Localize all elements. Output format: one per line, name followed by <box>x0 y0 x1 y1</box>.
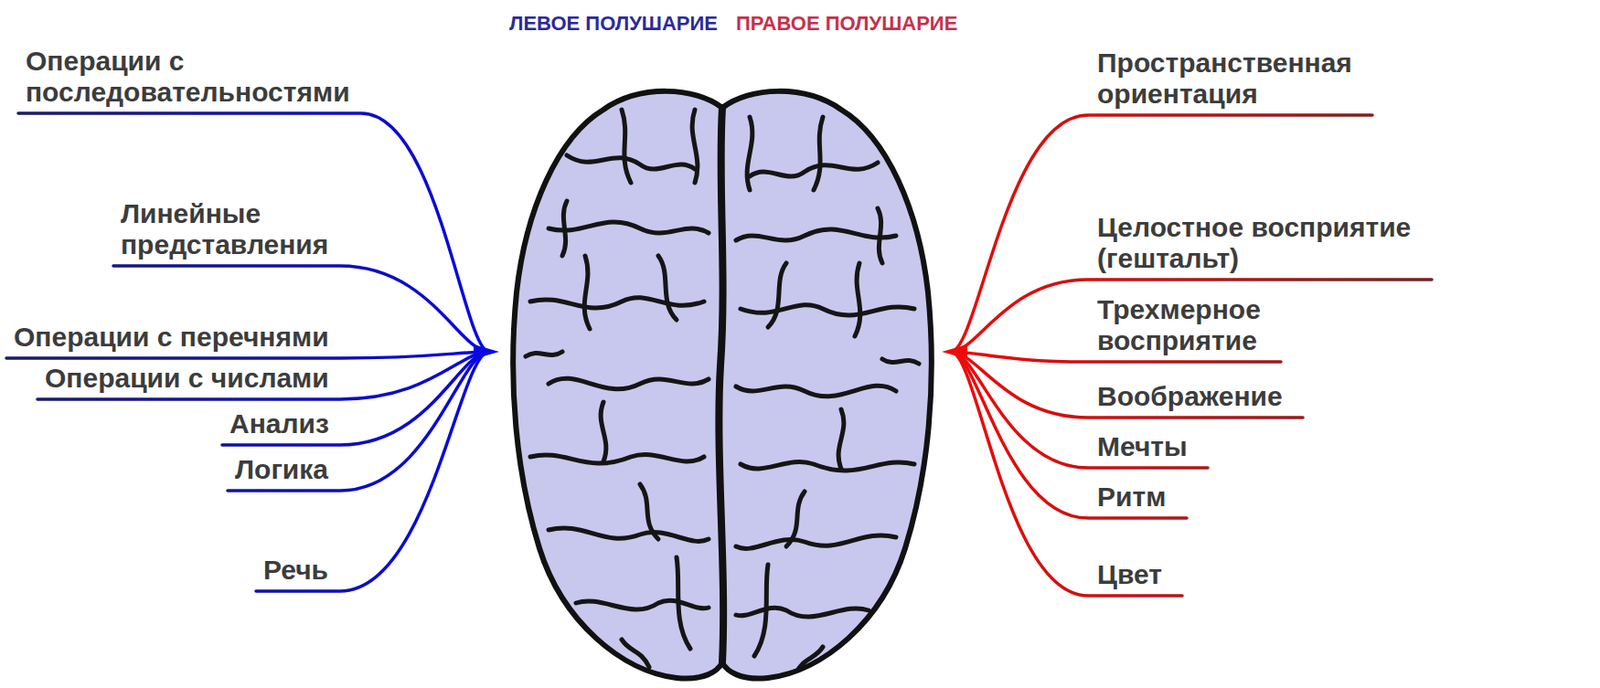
leader-line <box>37 352 490 400</box>
function-label: Операции с перечнями <box>13 321 331 353</box>
function-label: Ритм <box>1097 481 1169 513</box>
function-label: Пространственная ориентация <box>1097 47 1355 110</box>
function-label: Речь <box>263 554 331 587</box>
leader-line <box>950 352 1303 418</box>
brain-outline <box>512 91 932 680</box>
function-label: Операции с числами <box>44 362 331 395</box>
function-label: Воображение <box>1097 381 1285 413</box>
function-label: Цвет <box>1097 559 1164 591</box>
longitudinal-fissure <box>718 107 724 663</box>
leader-line <box>6 352 490 359</box>
brain-outline-stroke <box>512 91 932 680</box>
hemisphere-heading: ЛЕВОЕ ПОЛУШАРИЕ <box>509 10 718 37</box>
function-label: Трехмерное восприятие <box>1097 294 1263 357</box>
function-label: Логика <box>234 454 331 486</box>
function-label: Мечты <box>1097 431 1190 463</box>
leader-line <box>18 113 490 352</box>
function-label: Операции с последовательностями <box>25 45 352 108</box>
function-label: Анализ <box>229 408 331 440</box>
function-label: Линейные представления <box>120 198 331 261</box>
function-label: Целостное восприятие (гештальт) <box>1097 212 1414 275</box>
hemisphere-heading: ПРАВОЕ ПОЛУШАРИЕ <box>736 10 958 37</box>
